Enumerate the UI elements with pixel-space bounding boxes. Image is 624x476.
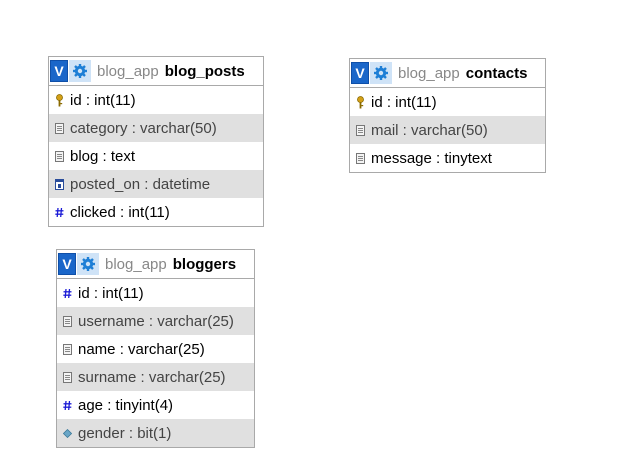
table-name[interactable]: contacts bbox=[465, 64, 528, 82]
column-row[interactable]: posted_on : datetime bbox=[49, 170, 263, 198]
column-row[interactable]: message : tinytext bbox=[350, 144, 545, 172]
column-label: category : varchar(50) bbox=[70, 119, 217, 137]
column-label: gender : bit(1) bbox=[78, 424, 172, 442]
column-row[interactable]: clicked : int(11) bbox=[49, 198, 263, 226]
column-row[interactable]: mail : varchar(50) bbox=[350, 116, 545, 144]
toggle-columns-button[interactable]: V bbox=[58, 253, 76, 275]
column-row[interactable]: category : varchar(50) bbox=[49, 114, 263, 142]
table-header[interactable]: V blog_app blog_posts bbox=[49, 57, 263, 86]
table-name[interactable]: bloggers bbox=[172, 255, 237, 273]
column-label: message : tinytext bbox=[371, 149, 492, 167]
hash-icon bbox=[62, 399, 72, 411]
column-label: username : varchar(25) bbox=[78, 312, 234, 330]
column-row[interactable]: username : varchar(25) bbox=[57, 307, 254, 335]
table-name[interactable]: blog_posts bbox=[164, 62, 245, 80]
column-row[interactable]: age : tinyint(4) bbox=[57, 391, 254, 419]
database-name: blog_app bbox=[97, 62, 159, 80]
text-field-icon bbox=[355, 124, 365, 136]
key-icon bbox=[54, 93, 64, 106]
calendar-icon bbox=[54, 178, 64, 190]
table-blog-posts[interactable]: V blog_app blog_posts id : int(11) catego… bbox=[48, 56, 264, 227]
column-label: age : tinyint(4) bbox=[78, 396, 174, 414]
column-row[interactable]: blog : text bbox=[49, 142, 263, 170]
text-field-icon bbox=[355, 152, 365, 164]
text-field-icon bbox=[62, 343, 72, 355]
text-field-icon bbox=[62, 315, 72, 327]
column-label: mail : varchar(50) bbox=[371, 121, 488, 139]
key-icon bbox=[355, 95, 365, 108]
column-label: id : int(11) bbox=[78, 284, 144, 302]
column-row[interactable]: id : int(11) bbox=[49, 86, 263, 114]
column-row[interactable]: name : varchar(25) bbox=[57, 335, 254, 363]
hash-icon bbox=[62, 287, 72, 299]
text-field-icon bbox=[54, 122, 64, 134]
table-contacts[interactable]: V blog_app contacts id : int(11) mail : v… bbox=[349, 58, 546, 173]
text-field-icon bbox=[62, 371, 72, 383]
toggle-columns-button[interactable]: V bbox=[50, 60, 68, 82]
table-header[interactable]: V blog_app contacts bbox=[350, 59, 545, 88]
gear-icon[interactable] bbox=[69, 60, 91, 82]
column-label: posted_on : datetime bbox=[70, 175, 211, 193]
toggle-columns-button[interactable]: V bbox=[351, 62, 369, 84]
table-bloggers[interactable]: V blog_app bloggers id : int(11) username… bbox=[56, 249, 255, 448]
column-label: id : int(11) bbox=[371, 93, 437, 111]
text-field-icon bbox=[54, 150, 64, 162]
bit-icon bbox=[62, 427, 72, 439]
column-row[interactable]: id : int(11) bbox=[350, 88, 545, 116]
database-name: blog_app bbox=[398, 64, 460, 82]
column-row[interactable]: surname : varchar(25) bbox=[57, 363, 254, 391]
column-row[interactable]: gender : bit(1) bbox=[57, 419, 254, 447]
column-label: surname : varchar(25) bbox=[78, 368, 226, 386]
table-header[interactable]: V blog_app bloggers bbox=[57, 250, 254, 279]
gear-icon[interactable] bbox=[370, 62, 392, 84]
column-row[interactable]: id : int(11) bbox=[57, 279, 254, 307]
hash-icon bbox=[54, 206, 64, 218]
gear-icon[interactable] bbox=[77, 253, 99, 275]
column-label: name : varchar(25) bbox=[78, 340, 205, 358]
column-label: blog : text bbox=[70, 147, 136, 165]
column-label: clicked : int(11) bbox=[70, 203, 170, 221]
database-name: blog_app bbox=[105, 255, 167, 273]
column-label: id : int(11) bbox=[70, 91, 136, 109]
